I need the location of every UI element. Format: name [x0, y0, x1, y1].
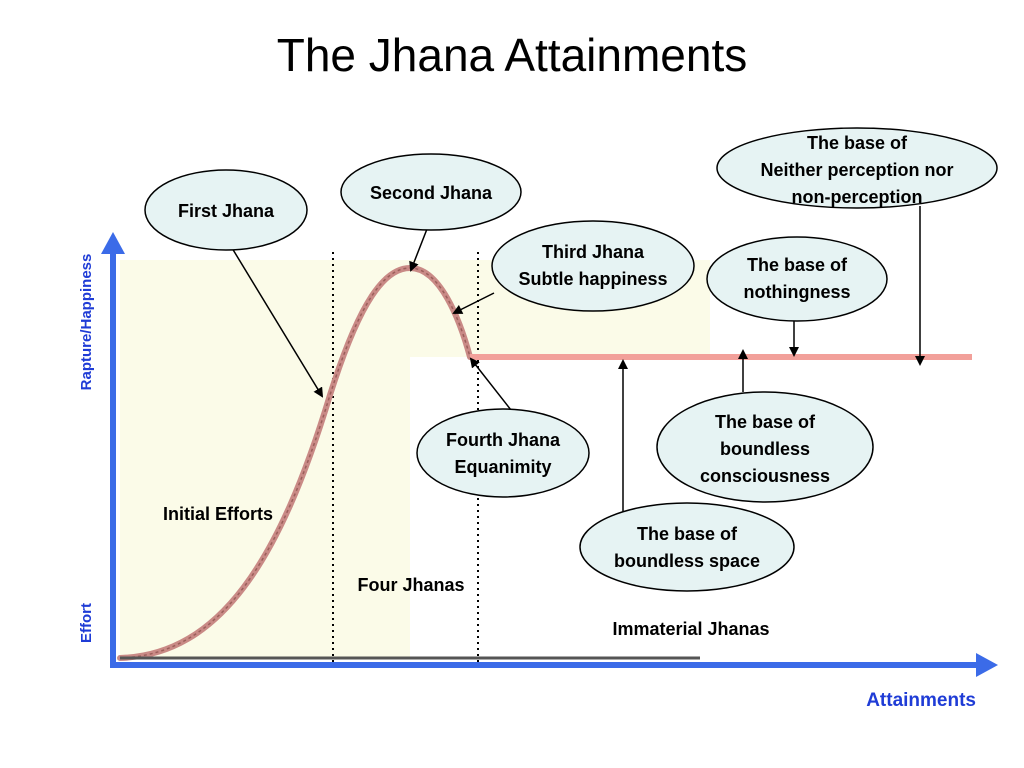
bubble-fourth-line-2: Equanimity: [454, 457, 551, 477]
bubble-space-line-2: boundless space: [614, 551, 760, 571]
bubble-space-line-1: The base of: [637, 524, 738, 544]
connector-fourth: [469, 357, 512, 411]
x-axis-label: Attainments: [866, 690, 976, 711]
page-title: The Jhana Attainments: [276, 29, 748, 81]
bubble-boundless-space: The base of boundless space: [579, 502, 795, 592]
bubble-consciousness-line-2: boundless: [720, 439, 810, 459]
bubble-consciousness-line-3: consciousness: [700, 466, 830, 486]
y-axis-arrow-icon: [101, 232, 125, 254]
bubble-neither-line-2: Neither perception nor: [760, 160, 953, 180]
bubble-fourth-jhana: Fourth Jhana Equanimity: [416, 408, 590, 498]
four-jhanas-label: Four Jhanas: [357, 575, 464, 595]
bubble-third-jhana: Third Jhana Subtle happiness: [491, 220, 695, 312]
y-axis-label-top: Rapture/Happiness: [78, 254, 95, 391]
bubble-second-jhana: Second Jhana: [340, 153, 522, 231]
jhana-curve-core: [119, 267, 471, 659]
y-axis-label-bottom: Effort: [78, 603, 95, 643]
immaterial-jhanas-label: Immaterial Jhanas: [612, 619, 769, 639]
x-axis-arrow-icon: [976, 653, 998, 677]
initial-efforts-label: Initial Efforts: [163, 504, 273, 524]
bubble-third-line-2: Subtle happiness: [518, 269, 667, 289]
bubble-nothingness: The base of nothingness: [706, 236, 888, 322]
bubble-neither-line-3: non-perception: [792, 187, 923, 207]
connector-second: [409, 228, 428, 272]
connector-first: [231, 247, 324, 398]
connector-third: [452, 292, 495, 314]
bubble-consciousness-line-1: The base of: [715, 412, 816, 432]
bubble-second-line-1: Second Jhana: [370, 183, 493, 203]
bubble-neither-line-1: The base of: [807, 133, 908, 153]
bubble-first-line-1: First Jhana: [178, 201, 275, 221]
bubble-boundless-consciousness: The base of boundless consciousness: [656, 391, 874, 503]
bubble-nothingness-line-1: The base of: [747, 255, 848, 275]
bubble-neither-perception: The base of Neither perception nor non-p…: [716, 127, 998, 209]
bubble-nothingness-line-2: nothingness: [744, 282, 851, 302]
bubble-fourth-line-1: Fourth Jhana: [446, 430, 561, 450]
bubble-third-line-1: Third Jhana: [542, 242, 645, 262]
bubble-first-jhana: First Jhana: [144, 169, 308, 251]
